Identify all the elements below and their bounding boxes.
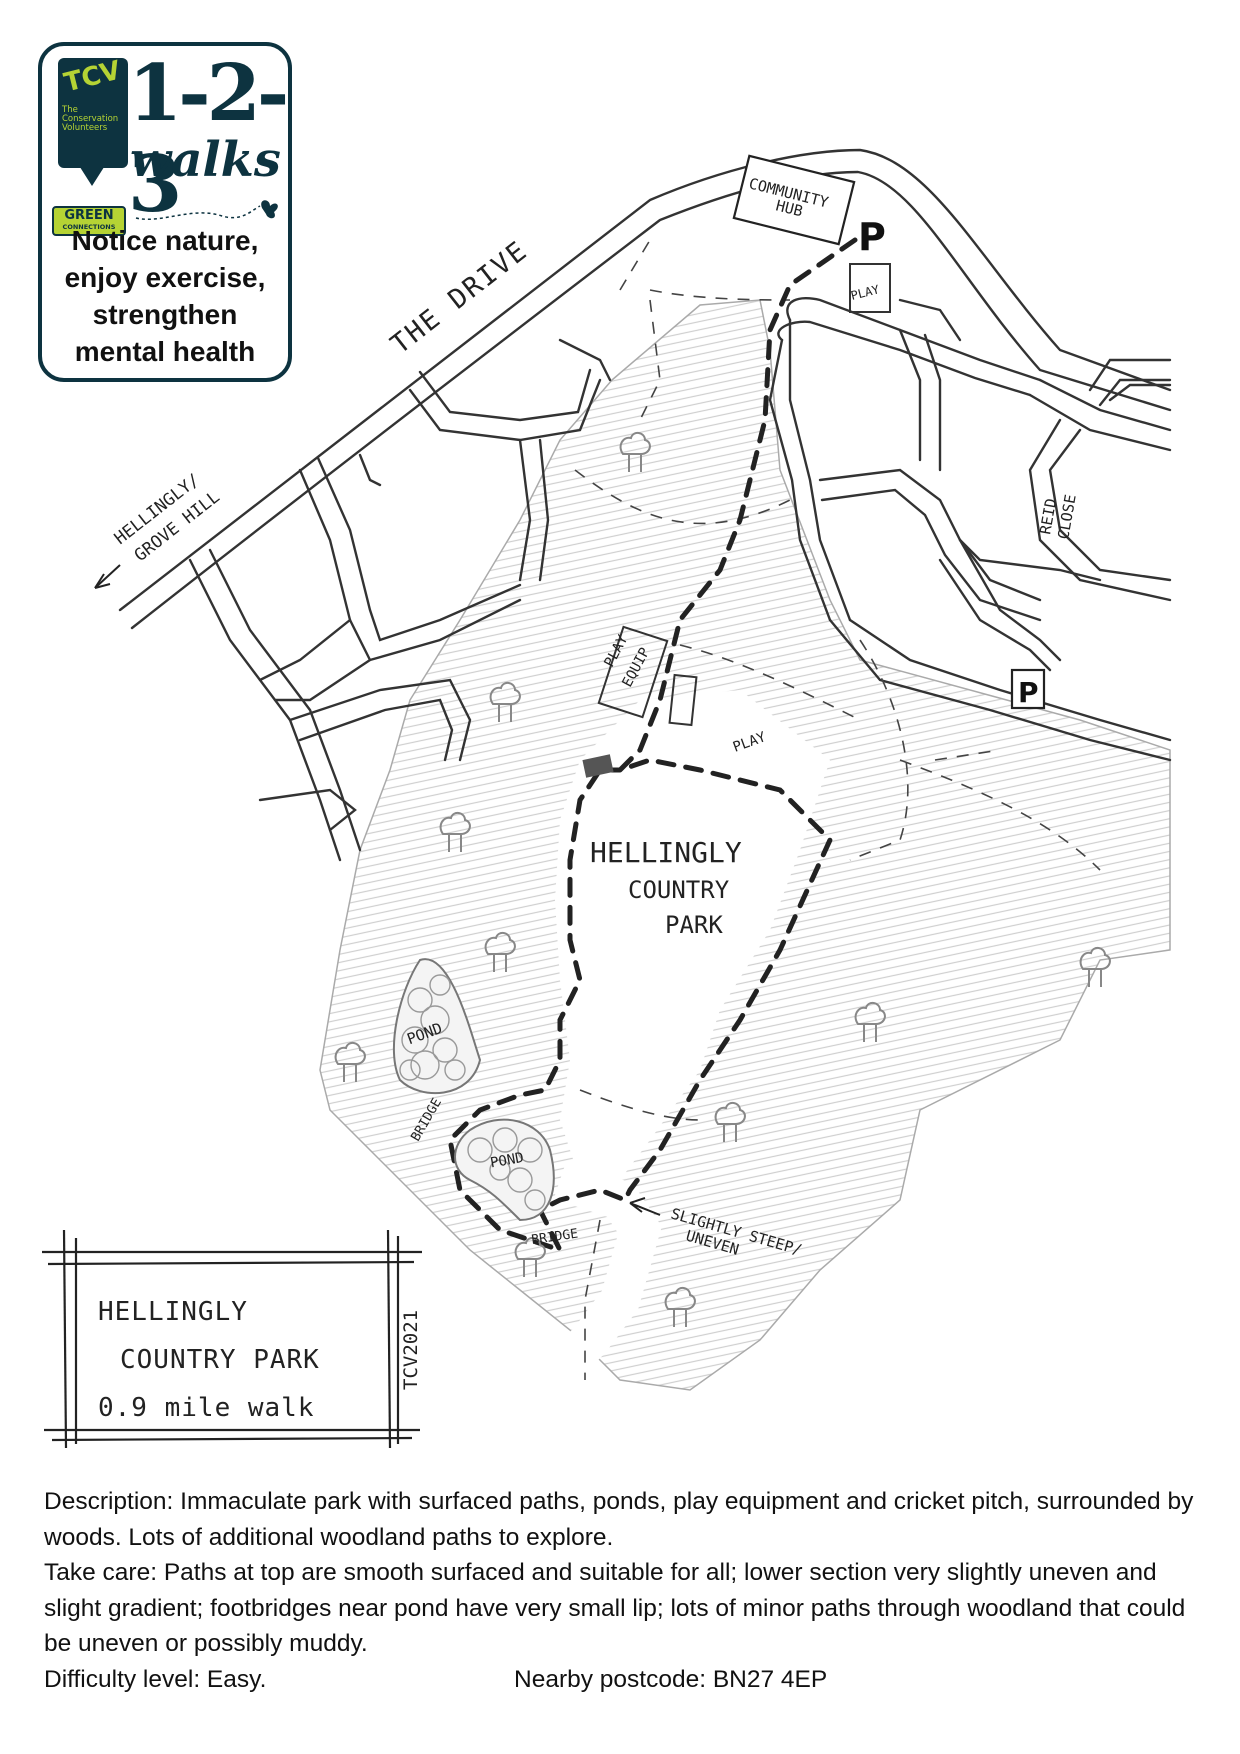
brand-number: 1-2-3: [128, 48, 289, 230]
walk-title-line-2: COUNTRY PARK: [120, 1345, 320, 1375]
park-name-label-3: PARK: [665, 911, 723, 939]
play-area-north: [849, 263, 891, 313]
map-pin-icon: [78, 164, 106, 186]
nearby-postcode: Nearby postcode: BN27 4EP: [514, 1665, 828, 1693]
play-area-small: [668, 673, 698, 727]
walk-distance: 0.9 mile walk: [98, 1393, 315, 1423]
pond-label-lower: POND: [489, 1150, 525, 1172]
tagline-line-2: enjoy exercise,: [64, 262, 266, 293]
brand-word: walks: [130, 132, 281, 188]
minor-paths: [574, 239, 1101, 1380]
tcv-logo-text: TCV: [61, 55, 124, 99]
butterfly-icon: [135, 200, 278, 220]
play-equip-area: [597, 625, 669, 719]
walk-title: HELLINGLY COUNTRY PARK 0.9 mile walk: [98, 1288, 320, 1432]
tcv-logo-panel: TCV The Conservation Volunteers GREEN CO…: [38, 42, 292, 382]
parking-box-south: [1010, 668, 1046, 710]
park-meadow: [555, 690, 830, 1180]
connections-label: CONNECTIONS: [62, 223, 116, 231]
play-label-north: PLAY: [849, 282, 881, 303]
arrow-icon-steep: [629, 1197, 661, 1216]
pond-upper: POND: [392, 958, 482, 1094]
road-label-the-drive: THE DRIVE: [385, 235, 534, 361]
community-hub-building: [732, 154, 856, 246]
pond-lower: POND: [454, 1118, 555, 1222]
shelter-block: [582, 754, 614, 778]
description-text: Description: Immaculate park with surfac…: [44, 1488, 1194, 1551]
walk-route: [447, 237, 858, 1255]
road-network: [118, 148, 1172, 862]
walk-title-line-1: HELLINGLY: [98, 1297, 248, 1327]
green-label: GREEN: [64, 208, 114, 223]
take-care-text: Take care: Paths at top are smooth surfa…: [44, 1559, 1186, 1657]
walk-description: Description: Immaculate park with surfac…: [44, 1484, 1204, 1697]
park-name-label-1: HELLINGLY: [590, 836, 742, 869]
arrow-icon: [94, 564, 121, 589]
logo-tagline: Notice nature, enjoy exercise, strengthe…: [42, 222, 288, 370]
park-name-label-2: COUNTRY: [628, 876, 730, 904]
tagline-line-3: strengthen: [92, 299, 238, 330]
tagline-line-4: mental health: [74, 336, 256, 367]
tcv-org-name: The Conservation Volunteers: [62, 105, 119, 133]
difficulty-row: Difficulty level: Easy. Nearby postcode:…: [44, 1662, 1204, 1698]
parking-icon-north: P: [858, 215, 886, 259]
title-box-frame: [42, 1230, 422, 1449]
reid-close-label-1: REID: [1036, 497, 1060, 536]
credit-label: TCV2021: [400, 1309, 422, 1390]
bridge-label-south: BRIDGE: [530, 1227, 579, 1248]
parking-icon-south: P: [1018, 676, 1039, 709]
tagline-line-1: Notice nature,: [71, 225, 259, 256]
difficulty-level: Difficulty level: Easy.: [44, 1665, 267, 1693]
tcv-badge: TCV The Conservation Volunteers: [58, 55, 128, 168]
green-connections-badge: GREEN CONNECTIONS: [52, 206, 126, 236]
